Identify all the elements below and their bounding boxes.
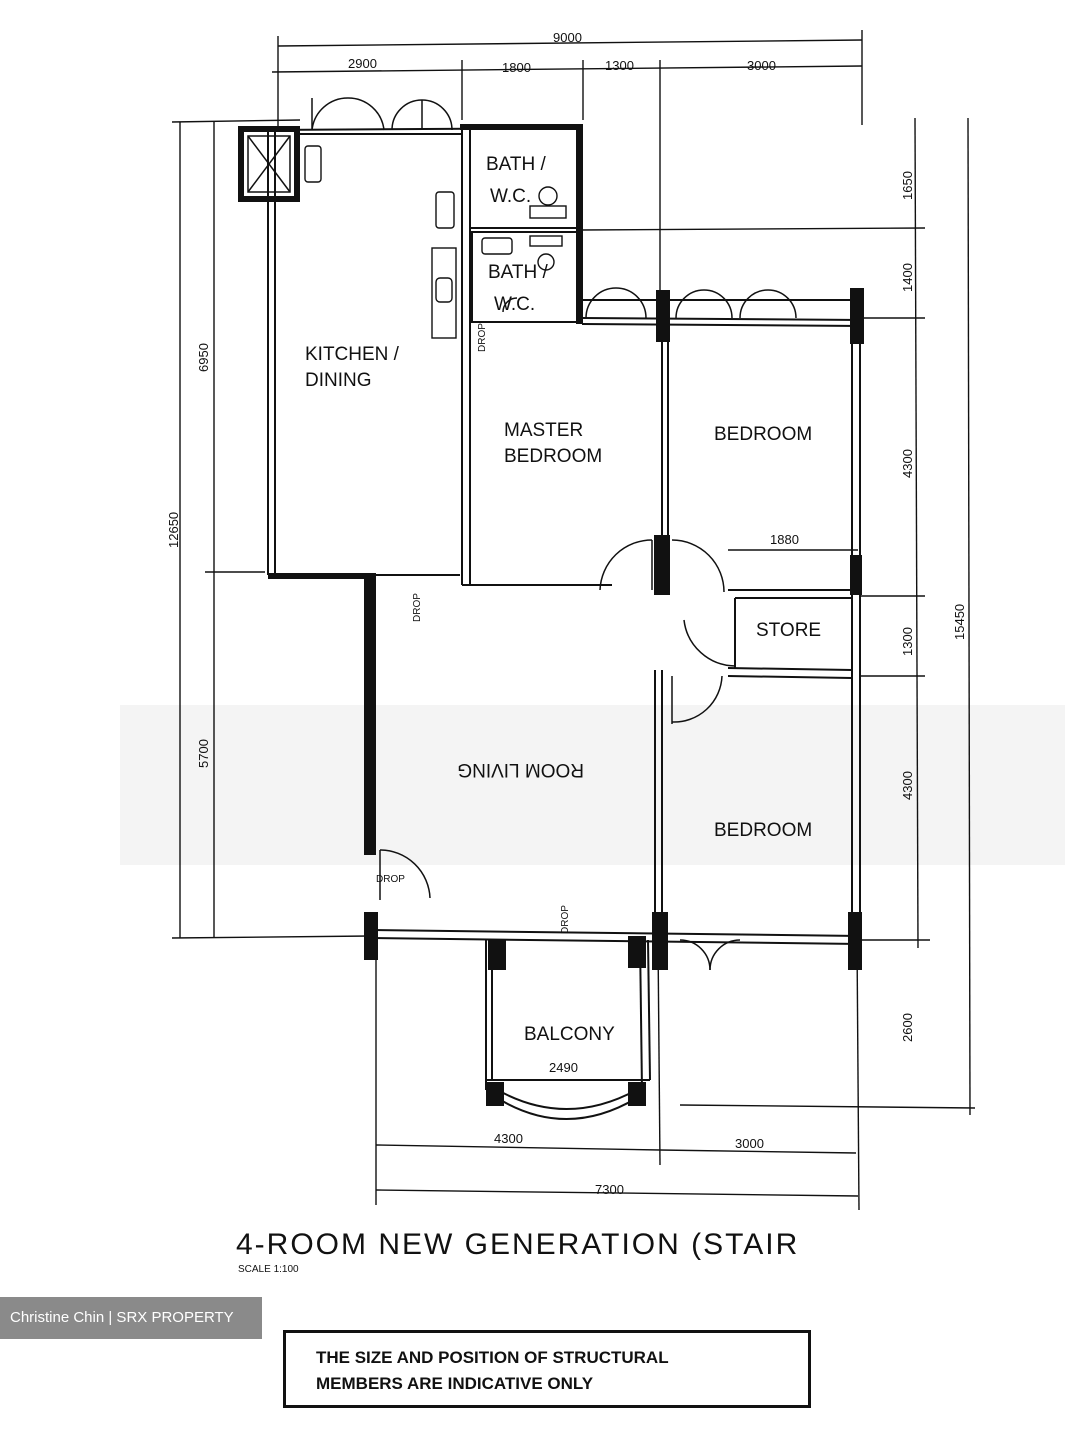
room-master-line2: BEDROOM: [504, 446, 602, 467]
dim-top-3: 1300: [605, 58, 634, 73]
room-bedroom-bottom: BEDROOM: [714, 820, 812, 841]
room-balcony: BALCONY: [524, 1024, 615, 1045]
drop-label-4: DROP: [560, 905, 571, 934]
dim-right-total: 15450: [952, 604, 967, 640]
dimension-labels: 9000 2900 1800 1300 3000 12650 6950 5700…: [166, 30, 967, 1197]
structural-notice-box: THE SIZE AND POSITION OF STRUCTURAL MEMB…: [283, 1330, 811, 1408]
dim-store-width: 1880: [770, 532, 799, 547]
dim-top-total: 9000: [553, 30, 582, 45]
drop-label-2: DROP: [412, 593, 423, 622]
dim-right-6: 2600: [900, 1013, 915, 1042]
dim-bottom-2: 3000: [735, 1136, 764, 1151]
room-master-line1: MASTER: [504, 420, 583, 441]
dim-right-4: 1300: [900, 627, 915, 656]
dim-top-4: 3000: [747, 58, 776, 73]
room-living-mirrored: ROOM LIVING: [457, 759, 584, 780]
drop-label-3: DROP: [376, 874, 405, 885]
room-bath1-line1: BATH /: [486, 154, 547, 175]
dim-left-lower: 5700: [196, 739, 211, 768]
door-swings: [311, 97, 797, 971]
faint-watermark-band: [120, 705, 1065, 865]
dim-left-upper: 6950: [196, 343, 211, 372]
room-store: STORE: [756, 620, 821, 641]
dim-right-1: 1650: [900, 171, 915, 200]
notice-line-1: THE SIZE AND POSITION OF STRUCTURAL: [316, 1348, 669, 1367]
dimension-lines: [171, 30, 976, 1211]
service-shaft: [247, 135, 291, 193]
room-bedroom-top: BEDROOM: [714, 424, 812, 445]
room-bath2-line2: W.C.: [494, 294, 535, 315]
room-bath2-line1: BATH /: [488, 262, 549, 283]
dim-bottom-1: 4300: [494, 1131, 523, 1146]
agent-watermark: Christine Chin | SRX PROPERTY: [0, 1297, 262, 1339]
fixtures: [304, 145, 567, 339]
notice-line-2: MEMBERS ARE INDICATIVE ONLY: [316, 1374, 594, 1393]
structural-columns: [238, 124, 864, 1106]
dim-right-3: 4300: [900, 449, 915, 478]
room-kitchen-line1: KITCHEN /: [305, 344, 400, 365]
dim-top-2: 1800: [502, 60, 531, 75]
dim-right-2: 1400: [900, 263, 915, 292]
room-labels: KITCHEN / DINING BATH / W.C. BATH / W.C.…: [305, 154, 821, 1045]
plan-scale: SCALE 1:100: [238, 1264, 299, 1275]
dim-top-1: 2900: [348, 56, 377, 71]
room-bath1-line2: W.C.: [490, 186, 531, 207]
dim-bottom-total: 7300: [595, 1182, 624, 1197]
plan-title: 4-ROOM NEW GENERATION (STAIR: [236, 1228, 799, 1261]
dim-balcony-width: 2490: [549, 1060, 578, 1075]
dim-right-5: 4300: [900, 771, 915, 800]
room-kitchen-line2: DINING: [305, 370, 372, 391]
drop-label-1: DROP: [477, 323, 488, 352]
dim-left-total: 12650: [166, 512, 181, 548]
drop-labels: DROP DROP DROP DROP: [376, 323, 571, 934]
